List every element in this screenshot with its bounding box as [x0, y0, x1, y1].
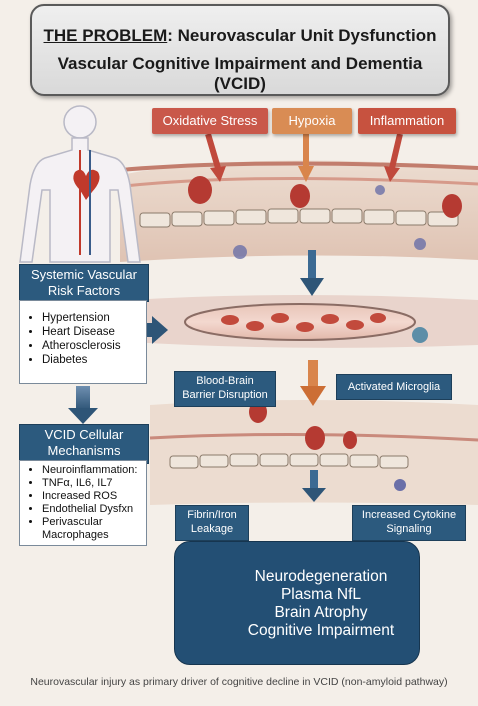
risk-factors-header: Systemic Vascular Risk Factors	[19, 264, 149, 302]
hypoxia-label: Hypoxia	[272, 108, 352, 134]
list-item: Perivascular	[42, 516, 146, 529]
list-item: Heart Disease	[42, 325, 146, 339]
mechanisms-header: VCID Cellular Mechanisms	[19, 424, 149, 464]
cause-arrows	[205, 133, 403, 182]
cytokine-signaling-label: Increased Cytokine Signaling	[352, 505, 466, 541]
fibrin-line2: Leakage	[190, 523, 234, 535]
list-item: Neuroinflammation:	[42, 464, 146, 477]
risk-factors-header-line2: Risk Factors	[47, 283, 121, 298]
page-title-line1: THE PROBLEM: Neurovascular Unit Dysfunct…	[32, 26, 448, 46]
mechanisms-list: Neuroinflammation: TNFα, IL6, IL7 Increa…	[19, 460, 147, 546]
cytokine-line2: Signaling	[386, 523, 432, 535]
risk-factors-header-line1: Systemic Vascular	[31, 267, 137, 282]
heart-icon	[73, 150, 100, 255]
list-item: Diabetes	[42, 353, 146, 367]
risk-factors-list: Hypertension Heart Disease Atheroscleros…	[19, 300, 147, 384]
vessel-wall-lower	[149, 400, 478, 505]
bbb-line2: Barrier Disruption	[182, 389, 268, 401]
outcome-cognitive-impairment: Cognitive Impairment	[247, 622, 395, 639]
vessel-wall-upper	[119, 160, 478, 262]
fibrin-line1: Fibrin/Iron	[187, 509, 237, 521]
mechanisms-header-line1: VCID Cellular	[44, 427, 124, 442]
title-line1-rest: : Neurovascular Unit Dysfunction	[167, 26, 437, 45]
fibrin-iron-label: Fibrin/Iron Leakage	[175, 505, 249, 541]
mechanisms-header-line2: Mechanisms	[47, 443, 121, 458]
outcome-neurodegeneration: Neurodegeneration	[254, 568, 388, 585]
list-item: Atherosclerosis	[42, 339, 146, 353]
cytokine-line1: Increased Cytokine	[361, 509, 457, 521]
vessel-middle	[130, 295, 478, 348]
outcome-plasma-nfl: Plasma NfL	[280, 586, 362, 603]
page-title-line2: Vascular Cognitive Impairment and Dement…	[57, 54, 423, 93]
list-item: Macrophages	[42, 529, 109, 541]
figure-caption: Neurovascular injury as primary driver o…	[30, 676, 448, 688]
bbb-line1: Blood-Brain	[196, 375, 254, 387]
activated-microglia-label: Activated Microglia	[336, 374, 452, 400]
title-box: THE PROBLEM: Neurovascular Unit Dysfunct…	[30, 4, 450, 96]
inflammation-label: Inflammation	[358, 108, 456, 134]
title-prefix: THE PROBLEM	[43, 26, 168, 45]
bbb-disruption-label: Blood-Brain Barrier Disruption	[174, 371, 276, 407]
outcomes-box: Neurodegeneration Plasma NfL Brain Atrop…	[174, 541, 420, 665]
list-item: Hypertension	[42, 311, 146, 325]
list-item: Increased ROS	[42, 490, 146, 503]
oxidative-stress-label: Oxidative Stress	[152, 108, 268, 134]
list-item: TNFα, IL6, IL7	[42, 477, 146, 490]
outcome-brain-atrophy: Brain Atrophy	[274, 604, 368, 621]
list-item: Endothelial Dysfxn	[42, 503, 146, 516]
